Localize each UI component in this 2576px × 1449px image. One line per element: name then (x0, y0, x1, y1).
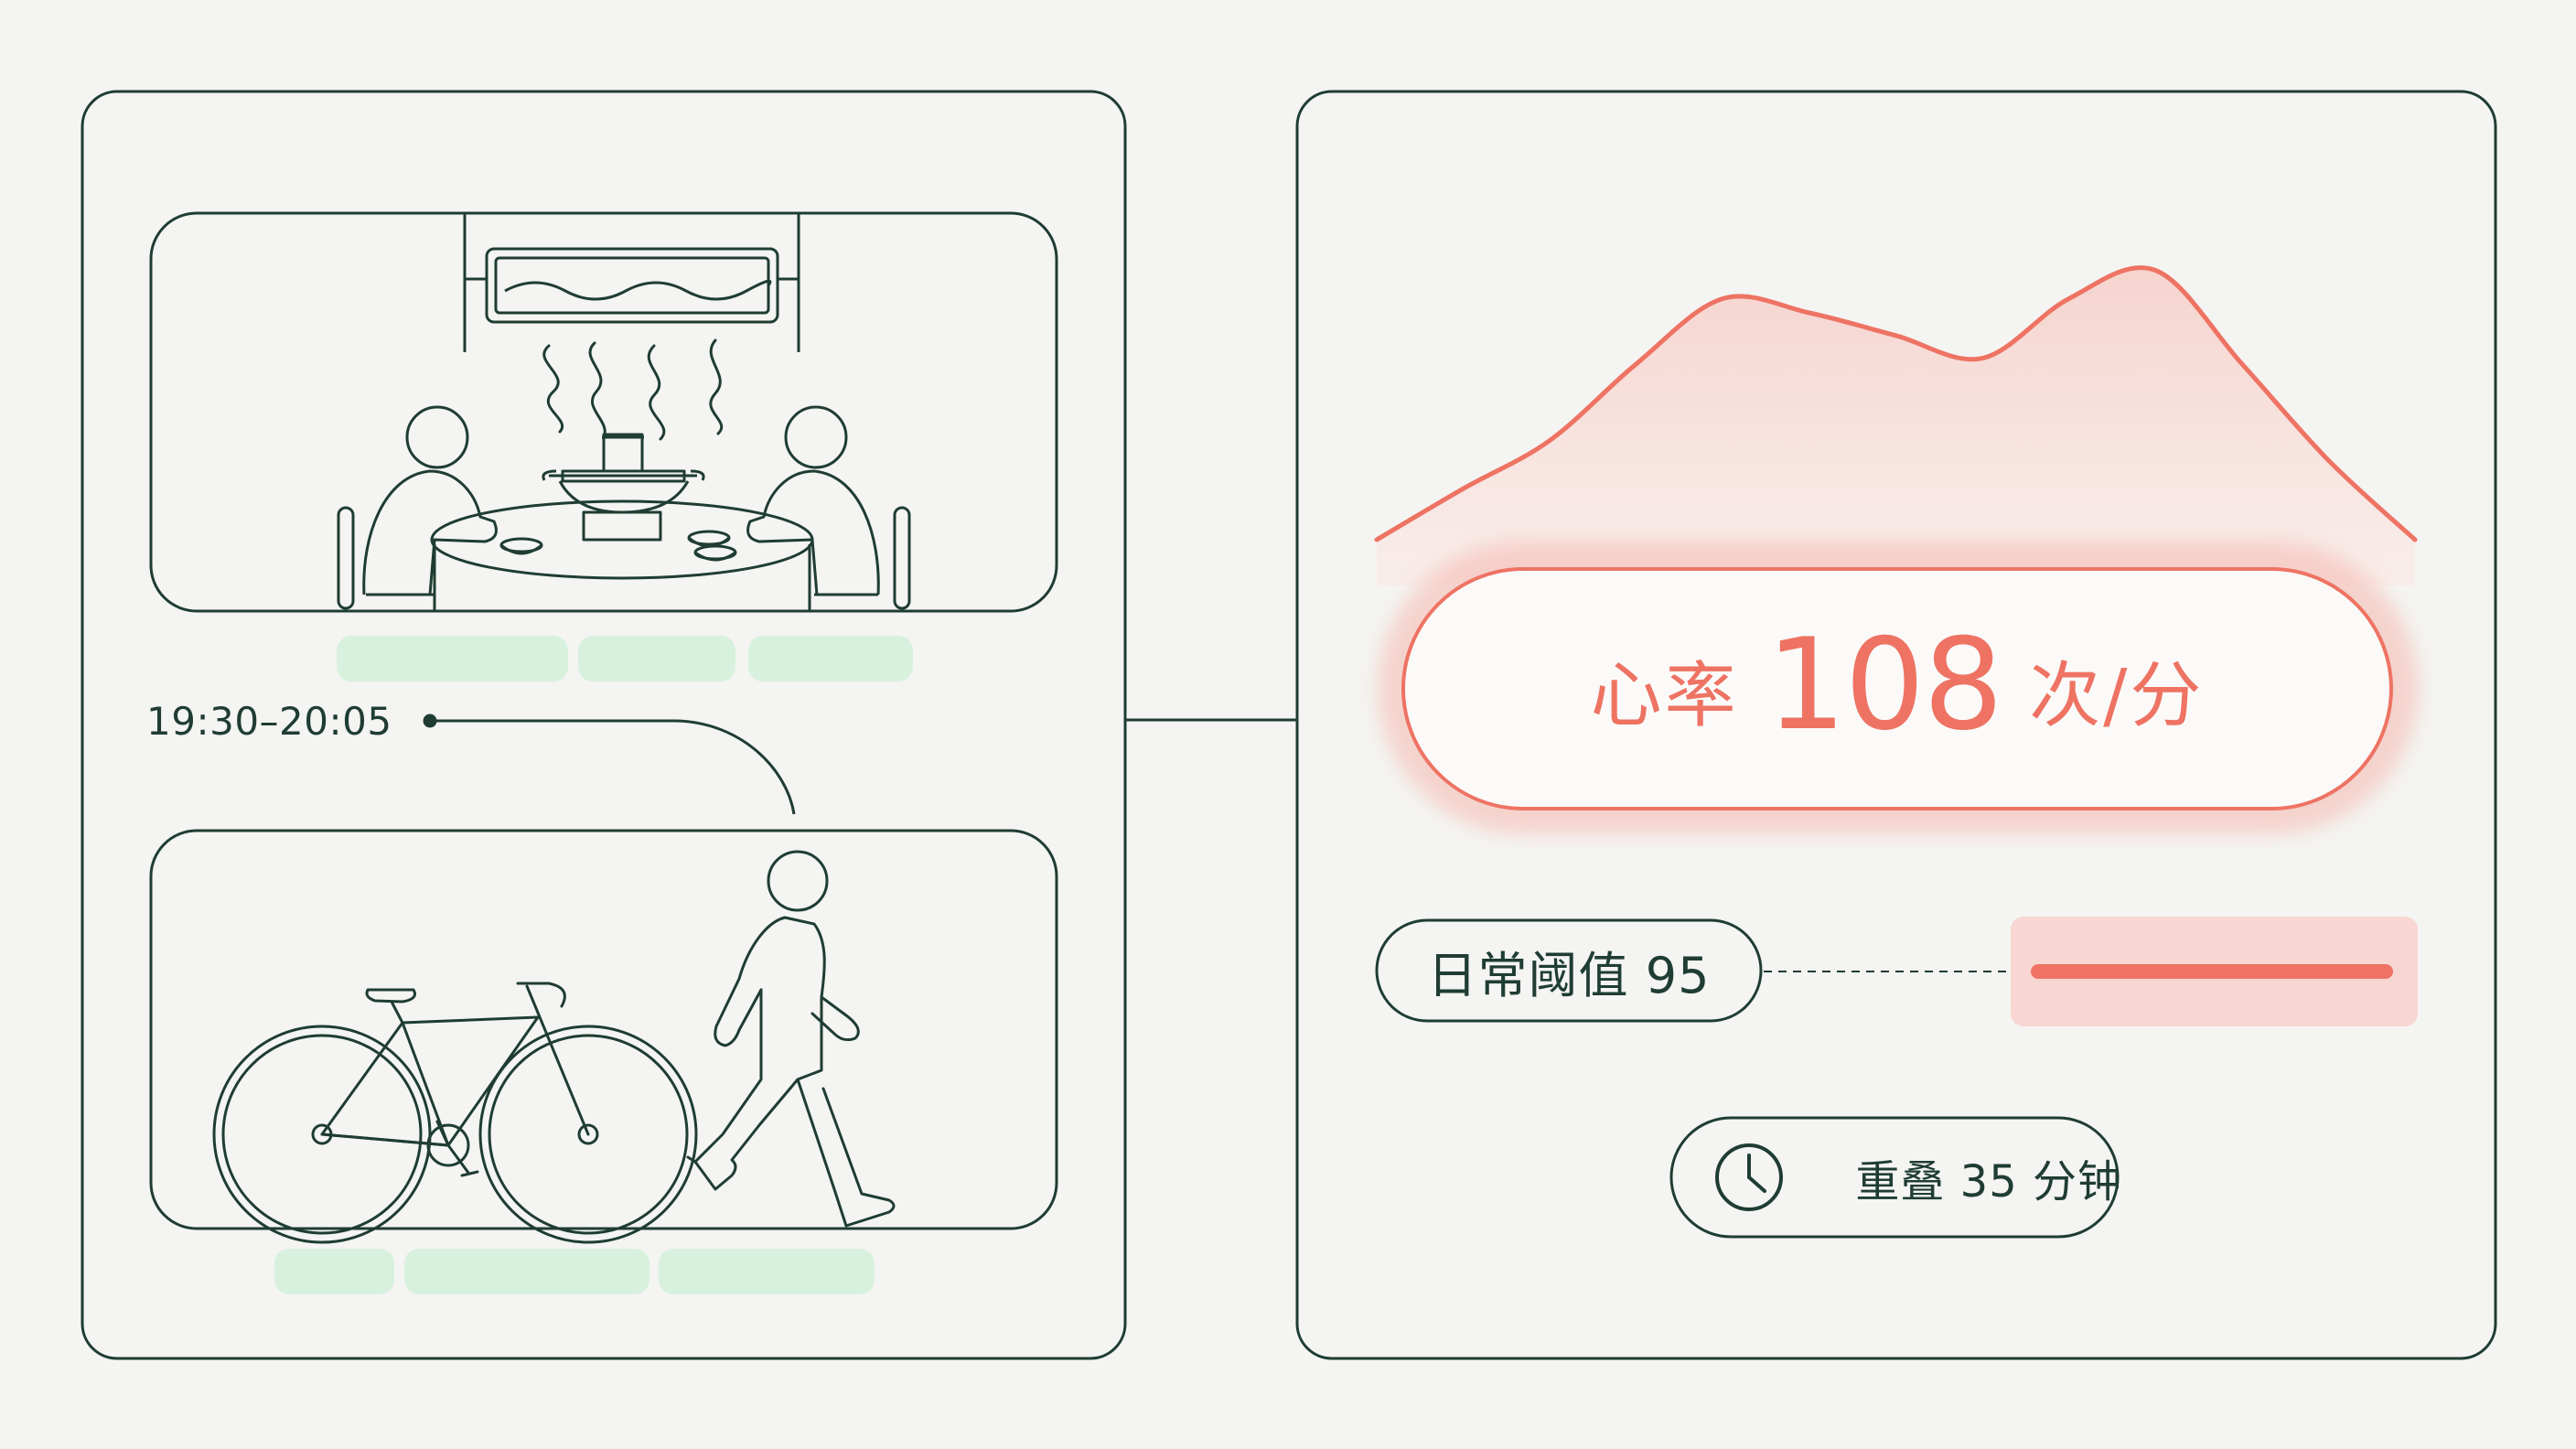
walking-person-icon (686, 850, 896, 1228)
clock-icon (1715, 1143, 1783, 1211)
air-conditioner-icon (463, 213, 800, 352)
steam-icon (542, 338, 724, 441)
heart-rate-title: 心率 (1590, 655, 1739, 737)
heart-rate-line (1374, 265, 2418, 542)
overlap-label: 重叠 35 分钟 (1784, 1118, 2122, 1237)
scene-tag (659, 1249, 875, 1294)
overlap-pill (1669, 1116, 2120, 1239)
threshold-pill (1375, 918, 1763, 1023)
scene-tag (404, 1249, 649, 1294)
person-icon (337, 405, 498, 610)
time-connector (423, 714, 796, 815)
overlap-text: 重叠 35 分钟 (1855, 1156, 2122, 1208)
table-icon (430, 499, 814, 611)
heart-rate-value: 108 (1766, 610, 2003, 758)
threshold-label: 日常阈值 95 (1427, 946, 1711, 1004)
right-panel (1295, 90, 2497, 1360)
scene-tag (578, 636, 735, 682)
heart-rate-chart (1374, 265, 2418, 585)
scene-tag (748, 636, 913, 682)
scene-tag (274, 1249, 394, 1294)
hotpot-scene-tags (337, 636, 913, 682)
heart-rate-pill (1401, 567, 2393, 810)
walk-bike-scene-tags (274, 1249, 875, 1294)
time-range-label: 19:30–20:05 (146, 699, 392, 744)
hotpot-scene (149, 211, 1058, 613)
heart-rate-area (1377, 267, 2415, 585)
bicycle-icon (212, 982, 698, 1244)
scene-tag (337, 636, 568, 682)
walk-bike-scene-frame (149, 829, 1058, 1230)
person-icon (746, 405, 911, 610)
walk-bike-scene (149, 829, 1058, 1244)
heart-rate-label: 心率 108 次/分 (1403, 571, 2391, 809)
hotpot-scene-frame (149, 211, 1058, 613)
heart-rate-unit: 次/分 (2029, 655, 2205, 737)
hotpot-icon (542, 433, 705, 542)
left-panel (80, 90, 1127, 1360)
